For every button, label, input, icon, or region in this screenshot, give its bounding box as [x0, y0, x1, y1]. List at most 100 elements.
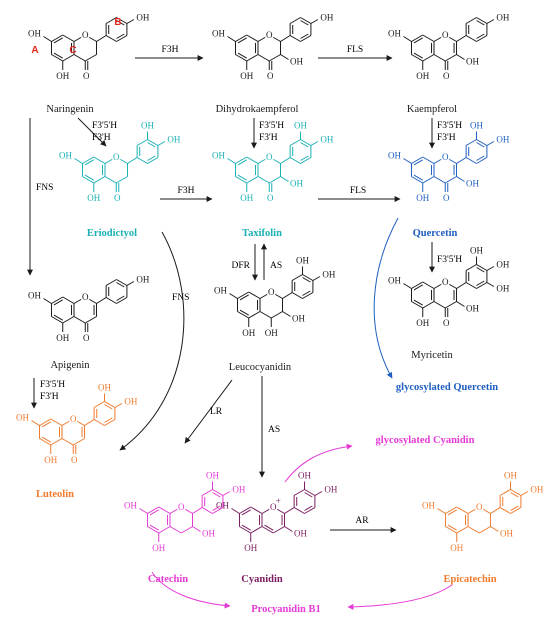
enzyme-fns-2: FNS — [172, 293, 189, 303]
hydroxyl-3prime: OH — [206, 471, 219, 481]
hydroxyl-4prime: OH — [324, 485, 337, 495]
arrow-catechin-to-procyanidin — [151, 571, 231, 609]
enzyme-f3p5ph-3: F3'5'H — [437, 121, 462, 131]
label-apigenin: Apigenin — [50, 360, 90, 371]
label-epicatechin: Epicatechin — [443, 574, 496, 585]
hydroxyl-3prime: OH — [294, 121, 307, 131]
hydroxyl-5: OH — [56, 71, 69, 81]
hydroxyl-7: OH — [28, 291, 41, 301]
label-quercetin: Quercetin — [413, 228, 458, 239]
arrow-epicatechin-to-procyanidin — [347, 584, 453, 610]
hydroxyl-3prime: OH — [98, 383, 111, 393]
hydroxyl-7: OH — [214, 286, 227, 296]
enzyme-labels: F3H FLS F3'5'H F3'H F3'5'H F3'H F3'5'H F… — [36, 45, 462, 526]
label-catechin: Catechin — [148, 574, 188, 585]
hydroxyl-3: OH — [294, 529, 307, 539]
enzyme-f3ph-5: F3'H — [40, 392, 59, 402]
hydroxyl-5: OH — [240, 193, 253, 203]
hydroxyl-3: OH — [500, 529, 513, 539]
hydroxyl-4prime: OH — [530, 485, 543, 495]
hydroxyl-7: OH — [388, 29, 401, 39]
hydroxyl-4prime: OH — [167, 135, 180, 145]
carbonyl-oxygen: O — [83, 333, 90, 343]
hydroxyl-3prime: OH — [470, 246, 483, 256]
hydroxyl-4prime: OH — [496, 13, 509, 23]
ring-letters: A C B — [31, 17, 121, 56]
hydroxyl-3: OH — [466, 304, 479, 314]
label-kaempferol: Kaempferol — [407, 104, 457, 115]
label-procyanidin-b1: Procyanidin B1 — [251, 604, 321, 615]
hydroxyl-5: OH — [152, 543, 165, 553]
hydroxyl-5: OH — [242, 328, 255, 338]
hydroxyl-7: OH — [124, 501, 137, 511]
hydroxyl-3prime: OH — [470, 121, 483, 131]
arrow-cyanidin-to-glycosylated — [284, 443, 353, 483]
label-naringenin: Naringenin — [46, 104, 94, 115]
hydroxyl-4: OH — [265, 328, 278, 338]
enzyme-fns-1: FNS — [36, 183, 53, 193]
enzyme-f3ph-2: F3'H — [259, 133, 278, 143]
hydroxyl-4prime: OH — [136, 13, 149, 23]
hydroxyl-4prime: OH — [136, 275, 149, 285]
label-myricetin: Myricetin — [411, 350, 453, 361]
hydroxyl-5: OH — [56, 333, 69, 343]
hydroxyl-3: OH — [292, 314, 305, 324]
enzyme-as-1: AS — [270, 261, 282, 271]
enzyme-f3p5ph-2: F3'5'H — [259, 121, 284, 131]
label-eriodictyol: Eriodictyol — [87, 228, 137, 239]
carbonyl-oxygen: O — [443, 318, 450, 328]
hydroxyl-5: OH — [240, 71, 253, 81]
pathway-arrows — [27, 55, 453, 610]
hydroxyl-7: OH — [212, 151, 225, 161]
carbonyl-oxygen: O — [267, 193, 274, 203]
enzyme-lr: LR — [210, 407, 223, 417]
carbonyl-oxygen: O — [267, 71, 274, 81]
hydroxyl-4prime: OH — [320, 13, 333, 23]
carbonyl-oxygen: O — [83, 71, 90, 81]
hydroxyl-7: OH — [212, 29, 225, 39]
enzyme-as-2: AS — [268, 425, 280, 435]
hydroxyl-7: OH — [422, 501, 435, 511]
hydroxyl-7: OH — [16, 413, 29, 423]
ring-oxygen: O — [178, 502, 185, 512]
hydroxyl-5prime: OH — [496, 284, 509, 294]
enzyme-f3p5ph-4: F3'5'H — [437, 255, 462, 265]
hydroxyl-5: OH — [416, 193, 429, 203]
cation-charge: + — [276, 496, 281, 506]
ring-oxygen: O — [442, 152, 449, 162]
label-dihydrokaempferol: Dihydrokaempferol — [216, 104, 299, 115]
enzyme-fls-mid: FLS — [350, 186, 366, 196]
hydroxyl-4prime: OH — [320, 135, 333, 145]
hydroxyl-4prime: OH — [232, 485, 245, 495]
hydroxyl-3prime: OH — [298, 471, 311, 481]
hydroxyl-3prime: OH — [504, 471, 517, 481]
enzyme-f3p5ph-5: F3'5'H — [40, 380, 65, 390]
label-leucocyanidin: Leucocyanidin — [229, 362, 292, 373]
ring-oxygen: O — [442, 30, 449, 40]
arrow-leucocyanidin-lr — [184, 379, 233, 444]
hydroxyl-7: OH — [388, 276, 401, 286]
hydroxyl-3: OH — [466, 179, 479, 189]
carbonyl-oxygen: O — [443, 71, 450, 81]
hydroxyl-4prime: OH — [496, 135, 509, 145]
ring-oxygen: O — [266, 30, 273, 40]
enzyme-fls-top: FLS — [347, 45, 363, 55]
ring-letter-c: C — [69, 45, 76, 56]
molecule-structures: OOOHOHOHOOOHOHOHOHOOOHOHOHOHOOOHOHOHOHOO… — [16, 13, 544, 554]
hydroxyl-7: OH — [28, 29, 41, 39]
arrow-naringenin-to-eriodictyol — [77, 117, 107, 147]
ring-oxygen: O — [442, 277, 449, 287]
hydroxyl-3: OH — [290, 57, 303, 67]
